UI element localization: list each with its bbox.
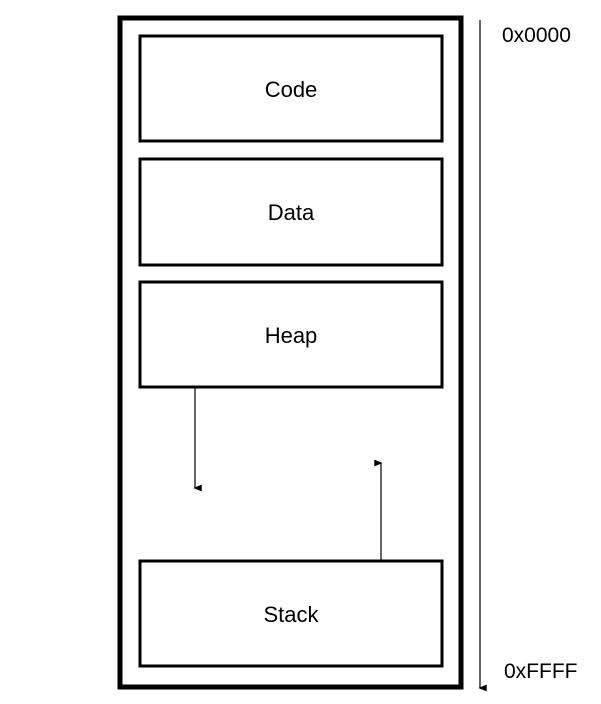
data-segment: Data: [138, 157, 444, 267]
data-segment-label: Data: [268, 200, 315, 225]
heap-segment-label: Heap: [265, 323, 318, 348]
high-address-label: 0xFFFF: [504, 660, 578, 683]
code-segment-box: [138, 34, 444, 143]
stack-segment-label: Stack: [263, 602, 319, 627]
stack-segment: Stack: [138, 559, 444, 668]
code-segment-label: Code: [265, 77, 318, 102]
memory-container: [117, 15, 464, 690]
data-segment-box: [138, 157, 444, 267]
low-address-label: 0x0000: [502, 24, 571, 47]
code-segment: Code: [138, 34, 444, 143]
heap-segment: Heap: [138, 280, 444, 389]
heap-segment-box: [138, 280, 444, 389]
stack-segment-box: [138, 559, 444, 668]
